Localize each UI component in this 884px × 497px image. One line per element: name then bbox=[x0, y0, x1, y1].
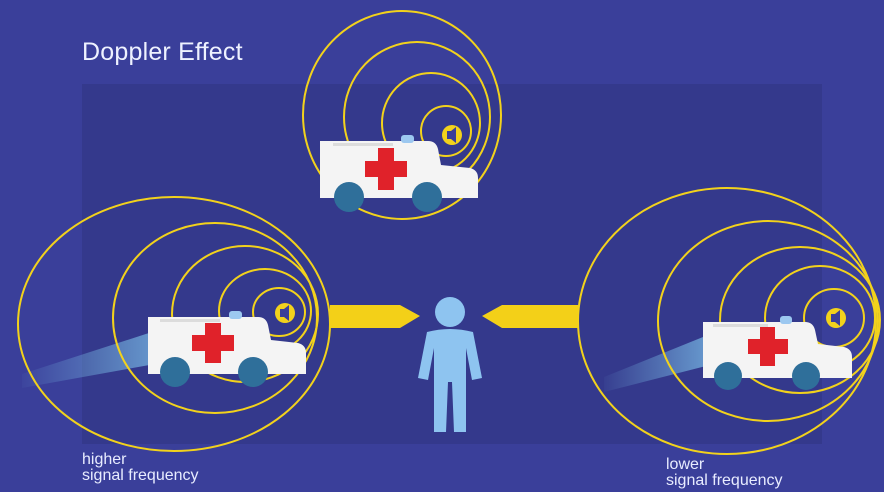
left-ambulance-icon bbox=[148, 311, 306, 387]
wheel bbox=[238, 357, 268, 387]
siren-light bbox=[780, 316, 792, 324]
wave-ring bbox=[252, 287, 306, 337]
left-speaker-icon bbox=[275, 303, 295, 323]
red-cross-icon bbox=[192, 323, 234, 363]
top-ambulance-icon bbox=[320, 135, 478, 212]
wave-ring bbox=[420, 105, 472, 157]
siren-light bbox=[401, 135, 414, 143]
left-arrow-icon bbox=[330, 305, 420, 328]
top-speaker-icon bbox=[442, 125, 462, 145]
right-headlight-beam bbox=[604, 337, 706, 392]
person-icon bbox=[418, 297, 482, 432]
wheel bbox=[412, 182, 442, 212]
left-headlight-beam bbox=[22, 332, 155, 388]
wheel bbox=[160, 357, 190, 387]
right-ambulance-icon bbox=[703, 316, 852, 390]
red-cross-icon bbox=[365, 148, 407, 190]
wave-ring bbox=[657, 220, 879, 422]
left-caption-line1: higher bbox=[82, 451, 127, 468]
wave-ring bbox=[302, 10, 502, 220]
red-cross-icon bbox=[748, 327, 788, 366]
wheel bbox=[334, 182, 364, 212]
wheel bbox=[792, 362, 820, 390]
left-caption: higher signal frequency bbox=[82, 452, 199, 484]
right-speaker-icon bbox=[826, 308, 846, 328]
diagram-title: Doppler Effect bbox=[82, 38, 243, 66]
wheel bbox=[714, 362, 742, 390]
right-caption-line1: lower bbox=[666, 456, 705, 473]
wave-ring bbox=[719, 246, 881, 394]
right-arrow-icon bbox=[482, 305, 578, 328]
siren-light bbox=[229, 311, 242, 319]
right-caption: lower signal frequency bbox=[666, 457, 783, 489]
right-caption-line2: signal frequency bbox=[666, 472, 783, 489]
left-caption-line2: signal frequency bbox=[82, 467, 199, 484]
